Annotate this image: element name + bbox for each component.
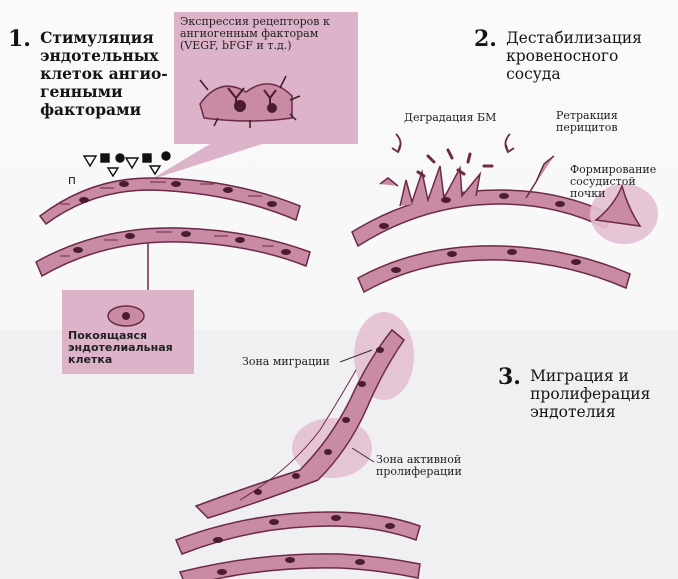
step-1-line: клеток ангио- xyxy=(40,65,168,83)
step-1-number: 1. xyxy=(8,26,31,52)
step-1-line: эндотельных xyxy=(40,47,168,65)
resting-cell-nucleus xyxy=(122,312,130,320)
proliferation-zone-label: Зона активной пролиферации xyxy=(376,454,462,478)
callout-line: клетка xyxy=(68,354,173,366)
step-1-title: Стимуляция эндотельных клеток ангио- ген… xyxy=(40,29,168,119)
step-3-line: эндотелия xyxy=(530,403,650,421)
resting-cell-label: Покоящаяся эндотелиальная клетка xyxy=(68,330,173,366)
step-2-line: сосуда xyxy=(506,65,642,83)
bm-degradation-label: Деградация БМ xyxy=(404,112,496,124)
step-3-line: Миграция и xyxy=(530,367,650,385)
step-3-title: Миграция и пролиферация эндотелия xyxy=(530,367,650,421)
step-2-line: Дестабилизация xyxy=(506,29,642,47)
migration-zone-label: Зона миграции xyxy=(242,356,330,368)
receptor-callout-pointer xyxy=(150,144,262,180)
degradation-arrows xyxy=(392,134,514,152)
step-3-line: пролиферация xyxy=(530,385,650,403)
step-2-label: 2. Дестабилизация кровеносного сосуда xyxy=(474,26,642,83)
step-2-line: кровеносного xyxy=(506,47,642,65)
step-3-number: 3. xyxy=(498,364,521,390)
step-1-line: факторами xyxy=(40,101,168,119)
pericyte-retraction-label: Ретракция перицитов xyxy=(556,110,618,134)
svg-text:п: п xyxy=(68,173,76,187)
step-2-title: Дестабилизация кровеносного сосуда xyxy=(506,29,642,83)
retracting-pericyte xyxy=(526,156,554,198)
callout-line: пролиферации xyxy=(376,466,462,478)
pericyte-fragment xyxy=(380,178,398,186)
step-2-number: 2. xyxy=(474,26,497,52)
vessel-panel-1 xyxy=(36,178,310,276)
callout-line: перицитов xyxy=(556,122,618,134)
step-1-line: генными xyxy=(40,83,168,101)
step-3-label: 3. Миграция и пролиферация эндотелия xyxy=(498,364,650,421)
bud-formation-label: Формирование сосудистой почки xyxy=(570,164,656,200)
receptor-expression-label: Экспрессия рецепторов к ангиогенным факт… xyxy=(180,16,330,52)
step-1-line: Стимуляция xyxy=(40,29,168,47)
callout-line: (VEGF, bFGF и т.д.) xyxy=(180,40,330,52)
step-1-label: 1. Стимуляция эндотельных клеток ангио- … xyxy=(8,26,168,119)
callout-line: почки xyxy=(570,188,656,200)
